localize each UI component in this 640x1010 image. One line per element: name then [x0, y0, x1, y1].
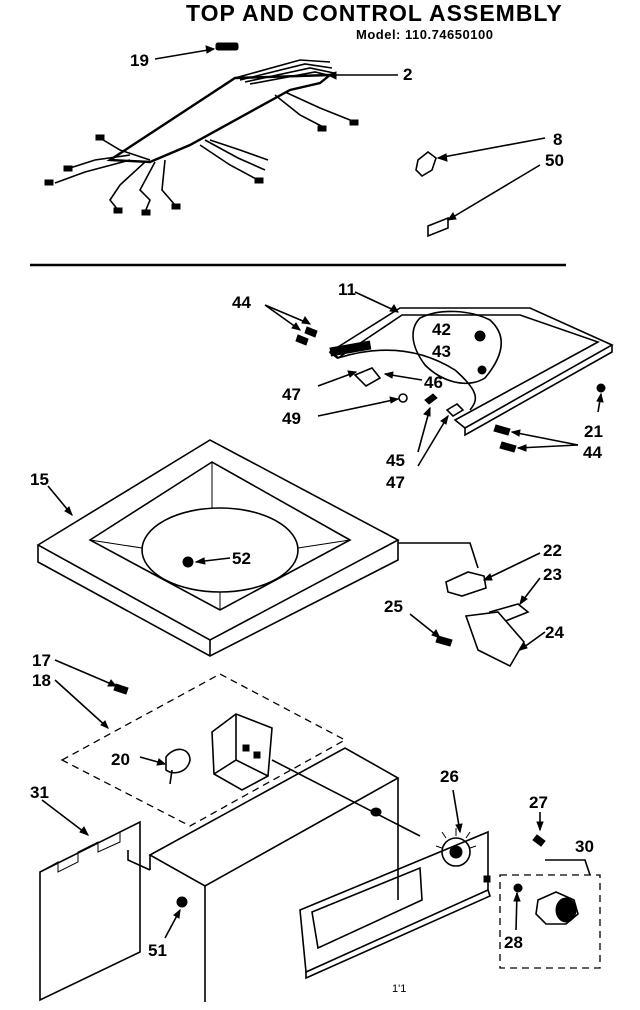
callout-8: 8	[553, 130, 562, 149]
callout-47: 47	[282, 385, 301, 404]
callout-30: 30	[575, 837, 594, 856]
access-panel-screw	[176, 896, 188, 908]
callout-22: 22	[543, 541, 562, 560]
top-panel	[328, 307, 614, 437]
callout-21: 21	[584, 422, 603, 441]
label-plate	[427, 216, 449, 238]
tub-ring	[36, 439, 479, 657]
callout-50: 50	[545, 151, 564, 170]
model-number: Model: 110.74650100	[356, 27, 494, 42]
access-panel	[39, 820, 151, 1002]
callout-31: 31	[30, 783, 49, 802]
screw-set-lower	[493, 424, 517, 453]
callout-26: 26	[440, 767, 459, 786]
leader-lines	[41, 45, 604, 939]
callout-44b: 44	[583, 443, 602, 462]
callout-52: 52	[232, 549, 251, 568]
callout-44: 44	[232, 293, 251, 312]
callout-19: 19	[130, 51, 149, 70]
callout-43: 43	[432, 342, 451, 361]
callout-46: 46	[424, 373, 443, 392]
callout-2: 2	[403, 65, 412, 84]
panel-screw	[113, 683, 129, 695]
control-panel-outline	[60, 673, 347, 827]
callout-23: 23	[543, 565, 562, 584]
knob-screw	[532, 834, 546, 847]
wire-clip	[215, 42, 239, 51]
screw-set-upper	[295, 326, 318, 346]
hinge-clip	[415, 150, 437, 178]
callout-24: 24	[545, 623, 564, 642]
top-screw	[596, 383, 606, 393]
callout-15: 15	[30, 470, 49, 489]
control-knob	[499, 874, 601, 969]
callout-25: 25	[384, 597, 403, 616]
callout-28: 28	[504, 933, 523, 952]
console-panel	[299, 828, 491, 980]
callout-18: 18	[32, 671, 51, 690]
control-clip	[165, 748, 191, 785]
callout-47b: 47	[386, 473, 405, 492]
timer-module	[211, 713, 273, 791]
callout-42: 42	[432, 320, 451, 339]
callout-20: 20	[111, 750, 130, 769]
wire-harness	[44, 59, 359, 216]
callout-51: 51	[148, 941, 167, 960]
callout-27: 27	[529, 793, 548, 812]
cabinet-body	[148, 747, 421, 1002]
callout-17: 17	[32, 651, 51, 670]
callout-45: 45	[386, 451, 405, 470]
page-footer: 1'1	[392, 983, 407, 995]
lid-switch	[435, 571, 530, 668]
callout-49: 49	[282, 409, 301, 428]
retainer-clip	[353, 367, 465, 418]
diagram-title: TOP AND CONTROL ASSEMBLY	[186, 0, 563, 26]
callout-11: 11	[338, 280, 356, 299]
